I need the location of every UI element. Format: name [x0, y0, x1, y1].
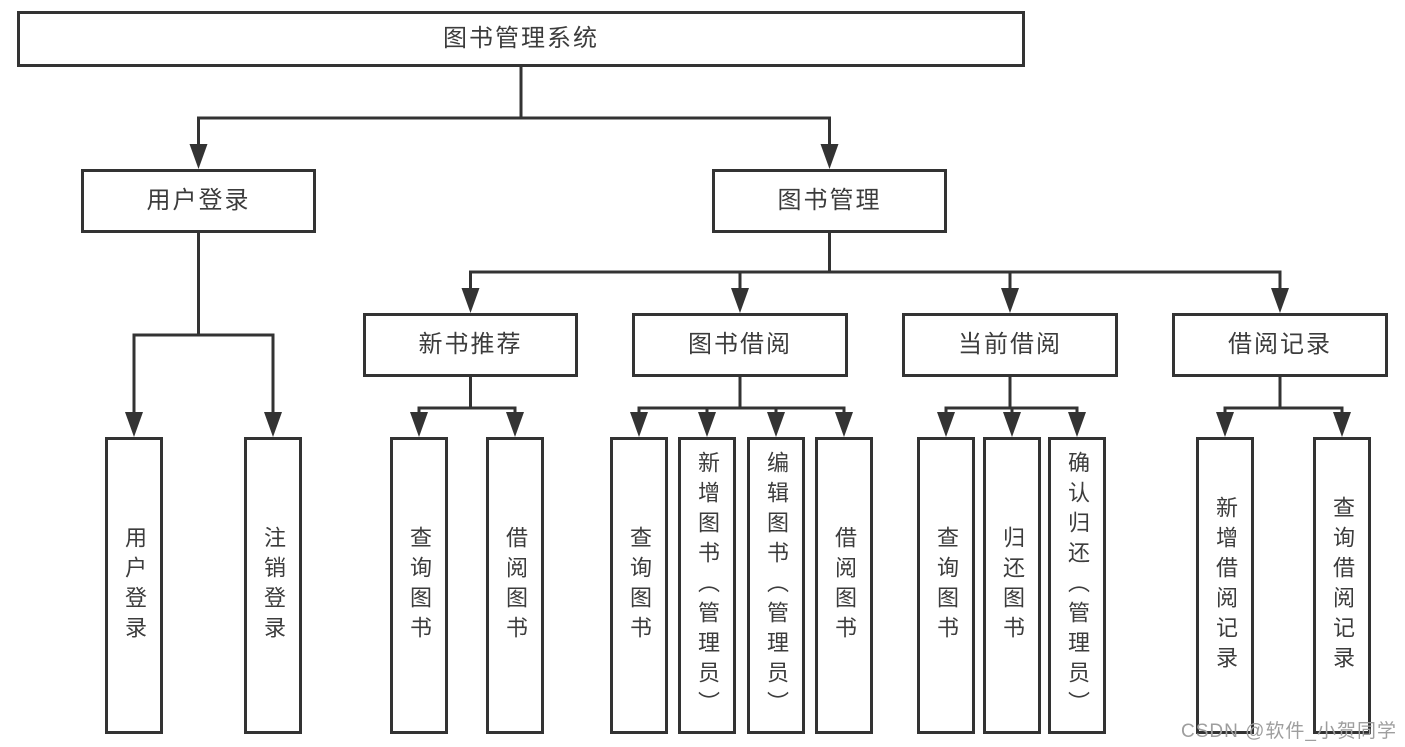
node-leaf-edit-books: 编辑图书（管理员）: [747, 437, 805, 734]
node-leaf-query-borrow-record: 查询借阅记录: [1313, 437, 1371, 734]
node-book-mgmt: 图书管理: [712, 169, 947, 233]
arrowhead-icon: [820, 144, 839, 169]
node-label: 图书借阅: [688, 331, 792, 358]
node-leaf-query-books-cur: 查询图书: [917, 437, 975, 734]
arrowhead-icon: [698, 412, 716, 437]
watermark: CSDN @软件_小贺同学: [1181, 721, 1397, 742]
node-label: 用户登录: [122, 525, 147, 646]
node-label: 查询图书: [627, 525, 652, 646]
arrowhead-icon: [1333, 412, 1351, 437]
node-label: 归还图书: [1000, 525, 1025, 646]
node-label: 图书管理系统: [443, 25, 599, 52]
arrowhead-icon: [264, 412, 282, 437]
node-user-login: 用户登录: [81, 169, 316, 233]
node-label: 用户登录: [146, 187, 251, 214]
node-label: 确认归还（管理员）: [1065, 450, 1090, 721]
node-label: 新增借阅记录: [1213, 495, 1238, 676]
arrowhead-icon: [461, 288, 480, 313]
arrowhead-icon: [767, 412, 785, 437]
node-root: 图书管理系统: [17, 11, 1025, 67]
node-current-borrow: 当前借阅: [902, 313, 1118, 377]
node-label: 借阅记录: [1228, 331, 1332, 358]
arrowhead-icon: [189, 144, 208, 169]
arrowhead-icon: [1068, 412, 1086, 437]
arrowhead-icon: [410, 412, 428, 437]
node-leaf-query-books-borrow: 查询图书: [610, 437, 668, 734]
node-leaf-return-books: 归还图书: [983, 437, 1041, 734]
node-label: 编辑图书（管理员）: [764, 450, 789, 721]
node-leaf-borrow-books: 借阅图书: [815, 437, 873, 734]
node-leaf-logout: 注销登录: [244, 437, 302, 734]
node-label: 图书管理: [777, 187, 882, 214]
arrowhead-icon: [1001, 288, 1019, 313]
arrowhead-icon: [937, 412, 955, 437]
arrowhead-icon: [1216, 412, 1234, 437]
node-label: 查询借阅记录: [1330, 495, 1355, 676]
edge-from-root: [197, 65, 831, 152]
arrowhead-icon: [630, 412, 648, 437]
node-leaf-confirm-return: 确认归还（管理员）: [1048, 437, 1106, 734]
node-new-book-rec: 新书推荐: [363, 313, 578, 377]
arrowhead-icon: [125, 412, 143, 437]
node-label: 新增图书（管理员）: [695, 450, 720, 721]
node-label: 注销登录: [261, 525, 286, 646]
node-label: 查询图书: [934, 525, 959, 646]
node-leaf-query-books-rec: 查询图书: [390, 437, 448, 734]
arrowhead-icon: [506, 412, 524, 437]
node-leaf-borrow-books-rec: 借阅图书: [486, 437, 544, 734]
node-leaf-add-borrow-record: 新增借阅记录: [1196, 437, 1254, 734]
edge-from-book-borrow: [637, 375, 846, 420]
node-label: 新书推荐: [418, 331, 523, 358]
edge-from-current-borrow: [944, 375, 1079, 420]
arrowhead-icon: [1003, 412, 1021, 437]
node-label: 借阅图书: [832, 525, 857, 646]
edge-from-borrow-records: [1223, 375, 1344, 420]
node-leaf-user-login: 用户登录: [105, 437, 163, 734]
node-label: 借阅图书: [503, 525, 528, 646]
arrowhead-icon: [731, 288, 749, 313]
node-book-borrow: 图书借阅: [632, 313, 848, 377]
edge-from-book-mgmt: [469, 231, 1282, 296]
node-label: 查询图书: [407, 525, 432, 646]
node-label: 当前借阅: [958, 331, 1062, 358]
edge-from-user-login: [132, 231, 275, 420]
arrowhead-icon: [835, 412, 853, 437]
node-borrow-records: 借阅记录: [1172, 313, 1388, 377]
arrowhead-icon: [1271, 288, 1289, 313]
edge-from-new-book-rec: [417, 375, 517, 420]
node-leaf-add-books: 新增图书（管理员）: [678, 437, 736, 734]
